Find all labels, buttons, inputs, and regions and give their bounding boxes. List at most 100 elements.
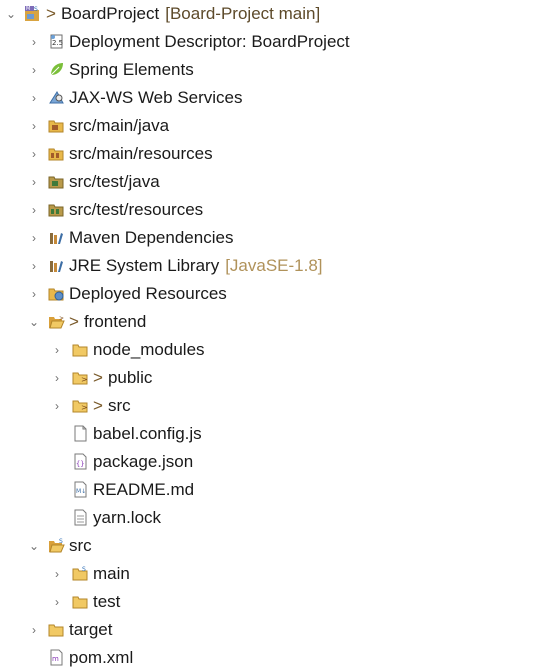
resource-folder-icon [48,145,65,162]
tree-label-wrap: yarn.lock [90,506,164,530]
tree-row-readme[interactable]: M↓ README.md [0,476,544,504]
svg-text:S: S [59,538,63,545]
markdown-file-icon: M↓ [72,481,89,498]
svg-text:2.5: 2.5 [52,39,63,47]
tree-label-wrap: main [90,562,133,586]
chevron-right-icon[interactable]: › [32,63,36,77]
chevron-down-icon[interactable]: ⌄ [5,7,17,21]
tree-label-wrap: src/main/java [66,114,172,138]
chevron-right-icon[interactable]: › [32,287,36,301]
chevron-down-icon[interactable]: ⌄ [28,539,40,553]
chevron-right-icon[interactable]: › [32,35,36,49]
tree-row-deployment-descriptor[interactable]: › 2.5 Deployment Descriptor: BoardProjec… [0,28,544,56]
chevron-right-icon[interactable]: › [32,231,36,245]
tree-row-target[interactable]: › target [0,616,544,644]
svg-text:>: > [81,375,88,384]
package-folder-icon: S [72,565,89,582]
tree-row-pom[interactable]: m pom.xml [0,644,544,672]
chevron-down-icon[interactable]: ⌄ [28,315,40,329]
tree-row-src-test-java[interactable]: › src/test/java [0,168,544,196]
tree-row-deployed-resources[interactable]: › Deployed Resources [0,280,544,308]
folder-open-icon: > [48,313,65,330]
tree-row-src-test-resources[interactable]: › src/test/resources [0,196,544,224]
tree-label-wrap: README.md [90,478,197,502]
tree-item-label: README.md [93,480,195,499]
library-icon [48,229,65,246]
tree-row-babel-config[interactable]: babel.config.js [0,420,544,448]
text-file-icon [72,509,89,526]
tree-item-label: Maven Dependencies [69,228,234,247]
tree-row-frontend[interactable]: ⌄ > > frontend [0,308,544,336]
library-icon [48,257,65,274]
tree-row-src-main-java[interactable]: › src/main/java [0,112,544,140]
folder-changed-icon: > [72,397,89,414]
chevron-right-icon[interactable]: › [55,595,59,609]
svg-text:>: > [59,315,64,322]
tree-row-yarn-lock[interactable]: yarn.lock [0,504,544,532]
deployed-resources-icon [48,285,65,302]
tree-item-label: babel.config.js [93,424,202,443]
tree-row-maven-dependencies[interactable]: › Maven Dependencies [0,224,544,252]
git-dirty-marker: > [93,396,103,415]
folder-icon [48,621,65,638]
git-dirty-marker: > [93,368,103,387]
chevron-right-icon[interactable]: › [55,343,59,357]
tree-row-frontend-src[interactable]: › > > src [0,392,544,420]
tree-item-label: target [69,620,113,639]
tree-row-src[interactable]: ⌄ S src [0,532,544,560]
tree-label-wrap: JAX-WS Web Services [66,86,246,110]
svg-text:m: m [52,655,59,663]
pom-file-icon: m [48,649,65,666]
tree-label-wrap: babel.config.js [90,422,205,446]
test-source-folder-icon [48,173,65,190]
tree-item-label: JRE System Library [69,256,220,275]
tree-item-label: node_modules [93,340,205,359]
tree-row-jre-system-library[interactable]: › JRE System Library [JavaSE-1.8] [0,252,544,280]
tree-row-package-json[interactable]: {} package.json [0,448,544,476]
deployment-descriptor-icon: 2.5 [48,33,65,50]
tree-row-public[interactable]: › > > public [0,364,544,392]
chevron-right-icon[interactable]: › [32,623,36,637]
chevron-right-icon[interactable]: › [32,91,36,105]
tree-label-wrap: src/test/java [66,170,163,194]
tree-item-label: src/main/resources [69,144,213,163]
json-file-icon: {} [72,453,89,470]
git-dirty-marker: > [69,312,79,331]
svg-text:S: S [34,6,38,13]
chevron-right-icon[interactable]: › [32,203,36,217]
tree-row-spring-elements[interactable]: › Spring Elements [0,56,544,84]
tree-item-label: package.json [93,452,194,471]
folder-icon [72,341,89,358]
folder-icon [72,593,89,610]
tree-label-wrap: pom.xml [66,646,136,670]
tree-label-wrap: Maven Dependencies [66,226,236,250]
chevron-right-icon[interactable]: › [32,259,36,273]
tree-label-wrap: src/test/resources [66,198,206,222]
tree-label-wrap: node_modules [90,338,208,362]
tree-item-label: src/test/resources [69,200,204,219]
chevron-right-icon[interactable]: › [55,399,59,413]
tree-item-label: src/main/java [69,116,170,135]
source-folder-icon [48,117,65,134]
chevron-right-icon[interactable]: › [32,119,36,133]
tree-label-wrap: src/main/resources [66,142,216,166]
tree-row-src-main-resources[interactable]: › src/main/resources [0,140,544,168]
tree-row-jax-ws[interactable]: › JAX-WS Web Services [0,84,544,112]
package-folder-icon: S [48,537,65,554]
chevron-right-icon[interactable]: › [32,147,36,161]
tree-row-main[interactable]: › S main [0,560,544,588]
tree-row-node-modules[interactable]: › node_modules [0,336,544,364]
tree-label-wrap: > src [90,394,134,418]
chevron-right-icon[interactable]: › [55,371,59,385]
svg-text:>: > [81,403,88,412]
chevron-right-icon[interactable]: › [55,567,59,581]
chevron-right-icon[interactable]: › [32,175,36,189]
tree-row-test[interactable]: › test [0,588,544,616]
tree-item-label: main [93,564,130,583]
tree-label-wrap: > frontend [66,310,149,334]
web-services-icon [48,89,65,106]
tree-item-label: yarn.lock [93,508,162,527]
tree-item-label: JAX-WS Web Services [69,88,243,107]
